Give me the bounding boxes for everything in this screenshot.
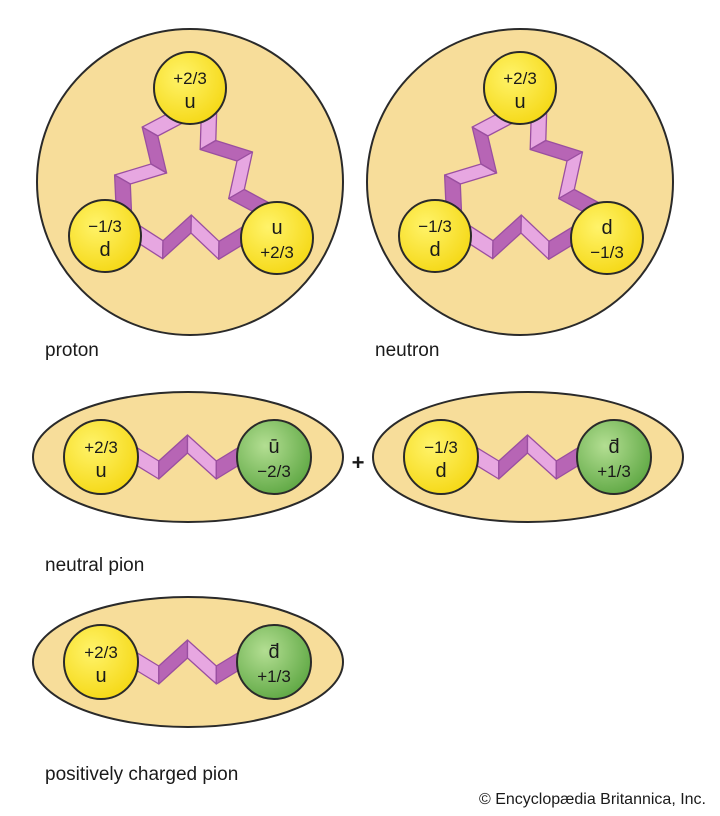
- quark-charge-label: −1/3: [418, 217, 452, 236]
- quark-charge-label: +2/3: [503, 69, 537, 88]
- quark-flavor-label: u: [271, 217, 282, 239]
- quark-flavor-label: d: [99, 239, 110, 261]
- quark-flavor-label: u: [514, 91, 525, 113]
- positive-pion-udbar-quark: +2/3 u: [63, 624, 139, 700]
- quark-flavor-label: u: [184, 91, 195, 113]
- neutral-pion-ddbar-gluon: [469, 434, 586, 480]
- quark-flavor-label: ū: [268, 436, 279, 458]
- neutron-caption: neutron: [375, 340, 440, 361]
- quark-charge-label: +2/3: [84, 438, 118, 457]
- neutron-quark-left: −1/3 d: [398, 199, 472, 273]
- proton-quark-right: u +2/3: [240, 201, 314, 275]
- quark-charge-label: −2/3: [257, 462, 291, 481]
- positive-pion-udbar-antiquark: d̄ +1/3: [236, 624, 312, 700]
- proton-quark-top: +2/3 u: [153, 51, 227, 125]
- quark-flavor-label: d̄: [608, 436, 619, 458]
- proton-quark-right-body: [240, 201, 314, 275]
- neutron-quark-right: d −1/3: [570, 201, 644, 275]
- neutral-pion-uubar-antiquark-body: [236, 419, 312, 495]
- quark-flavor-label: d: [435, 460, 446, 482]
- neutron-quark-top-body: [483, 51, 557, 125]
- proton-caption: proton: [45, 340, 99, 361]
- neutral-pion-ddbar-quark: −1/3 d: [403, 419, 479, 495]
- quark-charge-label: +2/3: [173, 69, 207, 88]
- quark-charge-label: −1/3: [424, 438, 458, 457]
- quark-flavor-label: d: [601, 217, 612, 239]
- proton-gluon-bottom: [134, 214, 248, 260]
- neutral-pion-uubar-quark-body: [63, 419, 139, 495]
- neutral-pion-uubar-quark: +2/3 u: [63, 419, 139, 495]
- neutron-gluon-bottom: [464, 214, 578, 260]
- quark-charge-label: +1/3: [597, 462, 631, 481]
- neutron-quark-top: +2/3 u: [483, 51, 557, 125]
- neutral-pion-caption: neutral pion: [45, 555, 145, 576]
- proton-quark-left-body: [68, 199, 142, 273]
- neutral-pion-ddbar-quark-body: [403, 419, 479, 495]
- neutral-pion-uubar-antiquark: ū −2/3: [236, 419, 312, 495]
- copyright-credit: © Encyclopædia Britannica, Inc.: [478, 791, 706, 808]
- positive-pion-udbar-antiquark-body: [236, 624, 312, 700]
- quark-charge-label: −1/3: [88, 217, 122, 236]
- quark-flavor-label: u: [95, 460, 106, 482]
- proton-quark-left: −1/3 d: [68, 199, 142, 273]
- neutron-quark-right-body: [570, 201, 644, 275]
- quark-flavor-label: d̄: [268, 641, 279, 663]
- quark-flavor-label: u: [95, 665, 106, 687]
- quark-charge-label: +1/3: [257, 667, 291, 686]
- quark-charge-label: −1/3: [590, 243, 624, 262]
- positive-pion-udbar-quark-body: [63, 624, 139, 700]
- neutral-pion-ddbar-antiquark-body: [576, 419, 652, 495]
- proton-quark-top-body: [153, 51, 227, 125]
- quark-flavor-label: d: [429, 239, 440, 261]
- plus-sign: +: [352, 450, 365, 475]
- neutral-pion-ddbar-antiquark: d̄ +1/3: [576, 419, 652, 495]
- quark-charge-label: +2/3: [84, 643, 118, 662]
- neutron-quark-left-body: [398, 199, 472, 273]
- quark-charge-label: +2/3: [260, 243, 294, 262]
- positive-pion-caption: positively charged pion: [45, 764, 239, 785]
